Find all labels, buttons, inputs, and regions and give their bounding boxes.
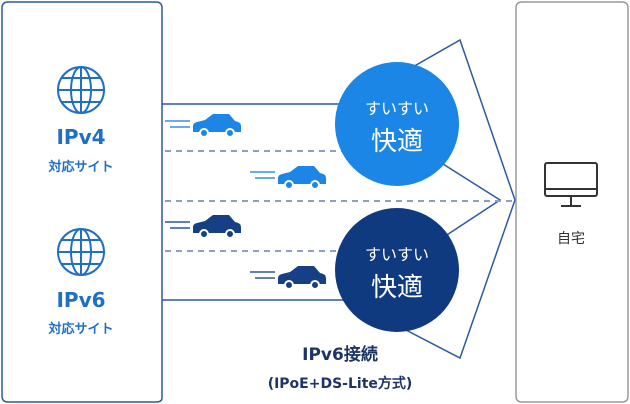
monitor-icon bbox=[544, 162, 598, 207]
badge-line2: 快適 bbox=[371, 273, 423, 303]
speed-badge: すいすい 快適 bbox=[335, 208, 459, 332]
connection-title: IPv6接続 bbox=[302, 344, 378, 365]
car-icon bbox=[278, 266, 326, 290]
destination-label: 自宅 bbox=[557, 231, 585, 247]
badge-line1: すいすい bbox=[365, 99, 429, 118]
badge-line1: すいすい bbox=[365, 245, 429, 264]
source-sublabel: 対応サイト bbox=[47, 321, 113, 337]
source-sublabel: 対応サイト bbox=[47, 159, 113, 175]
globe-icon bbox=[57, 66, 105, 114]
sources-panel bbox=[1, 1, 163, 403]
lane-dividers bbox=[165, 150, 520, 252]
speed-badge: すいすい 快適 bbox=[335, 62, 459, 186]
source-label: IPv4 bbox=[56, 125, 105, 149]
car-icon bbox=[193, 114, 241, 138]
car-icon bbox=[193, 215, 241, 239]
connection-funnel bbox=[162, 38, 516, 360]
source-label: IPv6 bbox=[56, 288, 105, 312]
globe-icon bbox=[57, 228, 105, 276]
connection-subtitle: (IPoE+DS-Lite方式) bbox=[268, 375, 413, 392]
car-icon bbox=[278, 166, 326, 190]
speed-lines bbox=[165, 120, 275, 279]
badge-line2: 快適 bbox=[371, 127, 423, 157]
